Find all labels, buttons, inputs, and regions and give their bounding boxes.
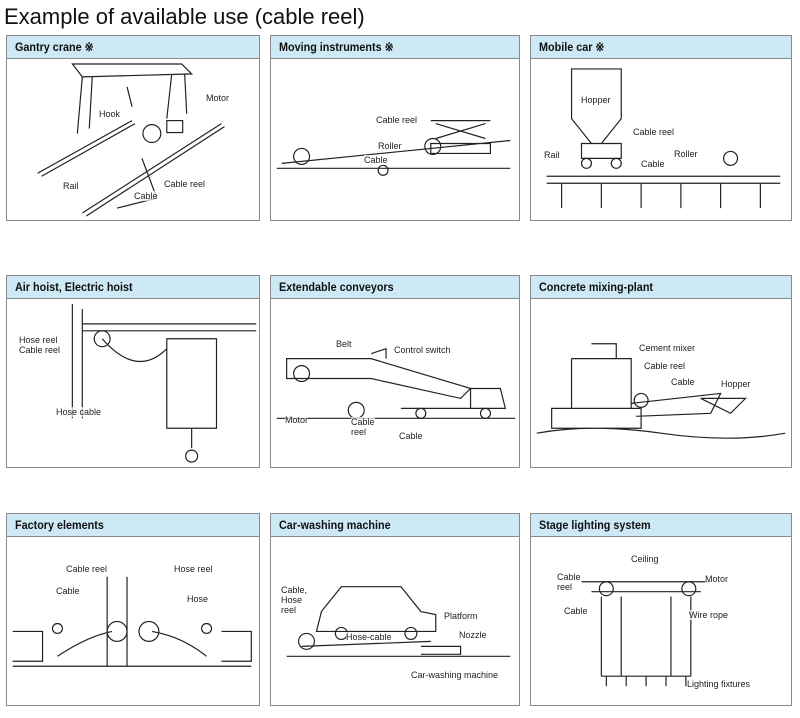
- diagram-moving-instruments: Cable reel Roller Cable: [271, 59, 519, 220]
- label-cement-mixer: Cement mixer: [639, 343, 696, 353]
- panel-heading: Gantry crane ※: [15, 40, 94, 54]
- label-hopper: Hopper: [581, 95, 611, 105]
- panel-moving-instruments: Moving instruments ※ Cable reel Roller C…: [270, 35, 520, 221]
- label-cable: Cable: [399, 431, 423, 441]
- label-motor: Motor: [206, 93, 230, 103]
- label-cable-reel: Cable reel: [633, 127, 675, 137]
- diagram-concrete-mixing-plant: Cement mixer Cable reel Cable Hopper: [531, 299, 791, 467]
- label-cable-hose-reel: Cable, Hose reel: [281, 585, 308, 615]
- label-hose-cable-reel: Hose reel Cable reel: [19, 335, 61, 355]
- panel-heading: Stage lighting system: [539, 518, 651, 532]
- diagram-car-washing-machine: Cable, Hose reel Platform Nozzle Hose-ca…: [271, 537, 519, 705]
- label-rail: Rail: [63, 181, 79, 191]
- diagram-air-hoist: Hose reel Cable reel Hose cable: [7, 299, 259, 467]
- panel-heading: Air hoist, Electric hoist: [15, 280, 133, 294]
- diagram-mobile-car: Hopper Cable reel Rail Cable Roller: [531, 59, 791, 220]
- label-platform: Platform: [444, 611, 478, 621]
- label-nozzle: Nozzle: [459, 630, 487, 640]
- panel-extendable-conveyors: Extendable conveyors Belt Control switch…: [270, 275, 520, 468]
- panel-car-washing-machine: Car-washing machine Cable, Hose reel Pla…: [270, 513, 520, 706]
- label-hose-cable: Hose cable: [56, 407, 102, 417]
- panel-heading: Extendable conveyors: [279, 280, 394, 294]
- label-wire-rope: Wire rope: [689, 610, 729, 620]
- panel-heading: Moving instruments ※: [279, 40, 394, 54]
- diagram-stage-lighting-system: Ceiling Cable reel Motor Cable Wire rope…: [531, 537, 791, 705]
- panel-factory-elements: Factory elements Cable reel Hose reel Ca…: [6, 513, 260, 706]
- label-roller: Roller: [378, 141, 402, 151]
- panel-gantry-crane: Gantry crane ※ Hook Motor Cable reel Rai…: [6, 35, 260, 221]
- panel-heading: Car-washing machine: [279, 518, 391, 532]
- label-lighting-fixtures: Lighting fixtures: [687, 679, 751, 689]
- label-cable-reel: Cable reel: [164, 179, 206, 189]
- label-car-washing-machine: Car-washing machine: [411, 670, 499, 680]
- label-roller: Roller: [674, 149, 698, 159]
- label-cable: Cable: [641, 159, 665, 169]
- panel-concrete-mixing-plant: Concrete mixing-plant Cement mixer Cable…: [530, 275, 792, 468]
- label-cable-reel: Cable reel: [66, 564, 108, 574]
- page-title: Example of available use (cable reel): [4, 4, 365, 29]
- label-hose-cable: Hose-cable: [346, 632, 392, 642]
- panel-mobile-car: Mobile car ※ Hopper Cable reel Rail Cabl…: [530, 35, 792, 221]
- label-cable: Cable: [564, 606, 588, 616]
- label-cable: Cable: [671, 377, 695, 387]
- diagram-extendable-conveyors: Belt Control switch Motor Cable reel Cab…: [271, 299, 519, 467]
- diagram-factory-elements: Cable reel Hose reel Cable Hose: [7, 537, 259, 705]
- panel-heading: Concrete mixing-plant: [539, 280, 654, 294]
- label-hopper: Hopper: [721, 379, 751, 389]
- label-cable-reel: Cable reel: [557, 572, 581, 592]
- label-hose: Hose: [187, 594, 209, 604]
- panel-heading: Mobile car ※: [539, 40, 605, 54]
- diagram-gantry-crane: Hook Motor Cable reel Rail Cable: [7, 59, 259, 220]
- label-motor: Motor: [285, 415, 309, 425]
- label-cable-reel: Cable reel: [376, 115, 418, 125]
- label-cable: Cable: [134, 191, 158, 201]
- panel-heading: Factory elements: [15, 518, 104, 532]
- label-cable-reel: Cable reel: [351, 417, 375, 437]
- label-cable: Cable: [56, 586, 80, 596]
- label-control-switch: Control switch: [394, 345, 451, 355]
- label-belt: Belt: [336, 339, 352, 349]
- label-cable-reel: Cable reel: [644, 361, 686, 371]
- label-cable: Cable: [364, 155, 388, 165]
- label-ceiling: Ceiling: [631, 554, 659, 564]
- label-rail: Rail: [544, 150, 560, 160]
- label-hose-reel: Hose reel: [174, 564, 213, 574]
- label-motor: Motor: [705, 574, 729, 584]
- panel-air-hoist: Air hoist, Electric hoist Hose reel Cabl…: [6, 275, 260, 468]
- label-hook: Hook: [99, 109, 121, 119]
- panel-stage-lighting-system: Stage lighting system Ceiling Cable reel…: [530, 513, 792, 706]
